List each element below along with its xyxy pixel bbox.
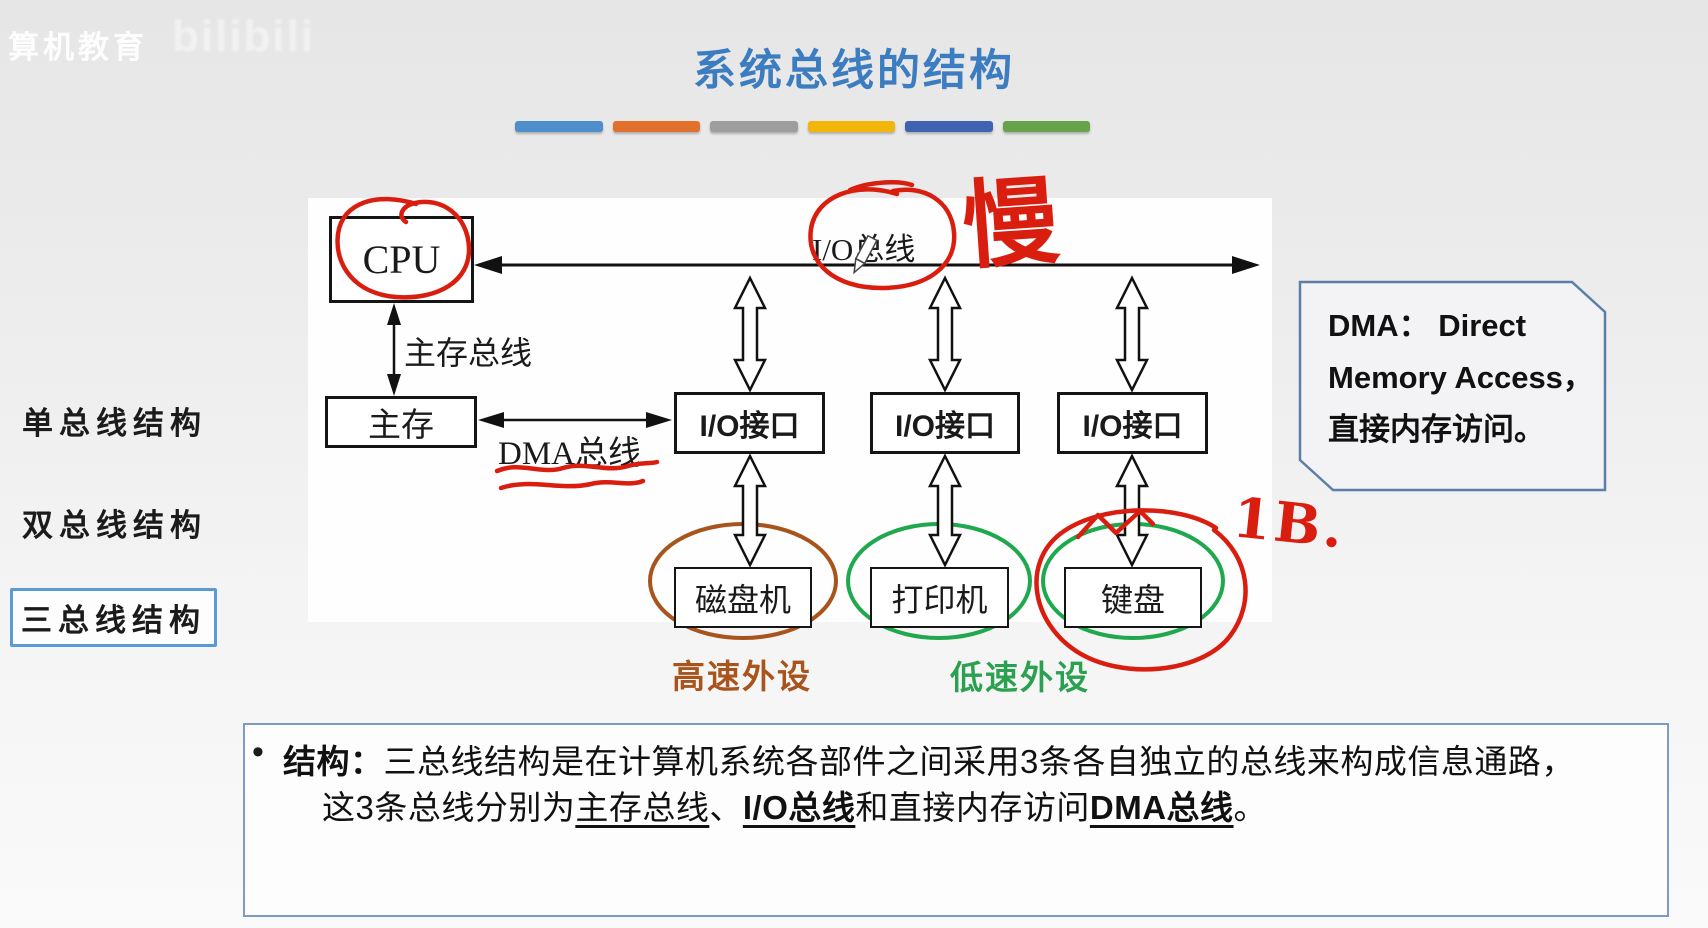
hollow-arrow	[927, 453, 963, 568]
hollow-arrow	[1114, 275, 1150, 393]
dma-note-line1: DMA： Direct	[1328, 308, 1527, 343]
red-ink-strokes	[335, 180, 1248, 672]
main-memory-bus-label: 主存总线	[404, 335, 533, 371]
io-interface-box-1: I/O接口	[674, 392, 825, 454]
printer-box: 打印机	[870, 567, 1009, 628]
cpu-box: CPU	[329, 216, 474, 303]
bullet-point: •	[252, 733, 264, 771]
accent-bar	[710, 121, 798, 132]
bus-name-main-memory: 主存总线	[575, 789, 710, 826]
keyboard-circle-ink	[1034, 508, 1248, 672]
bus-name-dma: DMA总线	[1089, 789, 1234, 826]
io-interface-box-2: I/O接口	[870, 392, 1020, 454]
keyboard-box: 键盘	[1064, 567, 1202, 628]
high-speed-peripherals-label: 高速外设	[672, 658, 812, 695]
main-memory-bus-arrow	[387, 303, 401, 396]
definition-text: 和直接内存访问	[855, 789, 1090, 826]
dma-bus-arrow	[478, 412, 672, 428]
definition-text: 三总线结构是在计算机系统各部件之间采用3条各自独立的总线来构成信息通路，	[383, 743, 1575, 780]
dma-note: DMA： Direct Memory Access， 直接内存访问。	[1328, 300, 1598, 456]
hollow-arrow	[732, 275, 768, 393]
page-title: 系统总线的结构	[693, 47, 1015, 95]
accent-bar-row	[515, 121, 1090, 133]
dma-callout-shape	[1298, 280, 1607, 492]
low-speed-peripherals-label: 低速外设	[950, 659, 1090, 696]
bus-name-io: I/O总线	[742, 789, 856, 826]
dma-underline-ink	[494, 459, 660, 474]
keyboard-squiggle-ink	[1075, 508, 1156, 540]
disk-box: 磁盘机	[674, 567, 812, 628]
bilibili-logo-watermark: bilibili	[172, 12, 316, 61]
dma-note-line3: 直接内存访问。	[1328, 412, 1545, 447]
cpu-circle-ink	[335, 196, 472, 300]
accent-bar	[612, 121, 700, 132]
sidebar-item-double-bus: 双总线结构	[22, 508, 207, 543]
channel-watermark: 算机教育	[8, 30, 148, 65]
main-memory-box: 主存	[325, 396, 477, 448]
io-interface-box-3: I/O接口	[1057, 392, 1208, 454]
sidebar-item-single-bus: 单总线结构	[22, 406, 207, 441]
accent-bar	[515, 121, 603, 132]
slow-annotation: 慢	[958, 163, 1063, 284]
dma-underline-ink	[498, 478, 646, 491]
bus-to-interface-arrows	[732, 275, 1150, 393]
punctuation: 。	[1233, 789, 1268, 826]
definition-text: 这3条总线分别为	[322, 789, 576, 826]
accent-bar	[807, 121, 895, 132]
hollow-arrow	[927, 275, 963, 393]
accent-bar	[1002, 121, 1090, 132]
definition-box	[243, 723, 1669, 917]
dma-note-line2: Memory Access，	[1328, 360, 1594, 395]
definition-line-2: 这3条总线分别为主存总线、I/O总线和直接内存访问DMA总线。	[322, 781, 1267, 829]
definition-lead: 结构：	[283, 743, 384, 780]
keyboard-byte-annotation: 1B.	[1229, 484, 1349, 561]
accent-bar	[905, 121, 993, 132]
io-bus-line	[474, 256, 1260, 274]
sidebar-item-triple-bus-active: 三总线结构	[10, 588, 217, 647]
io-bus-circle-ink	[808, 180, 957, 291]
sidebar-item-label: 三总线结构	[21, 603, 206, 638]
hollow-arrow	[732, 453, 768, 568]
separator: 、	[709, 789, 743, 826]
pen-cursor-icon	[853, 234, 878, 275]
definition-line-1: 结构：三总线结构是在计算机系统各部件之间采用3条各自独立的总线来构成信息通路，	[283, 735, 1575, 783]
